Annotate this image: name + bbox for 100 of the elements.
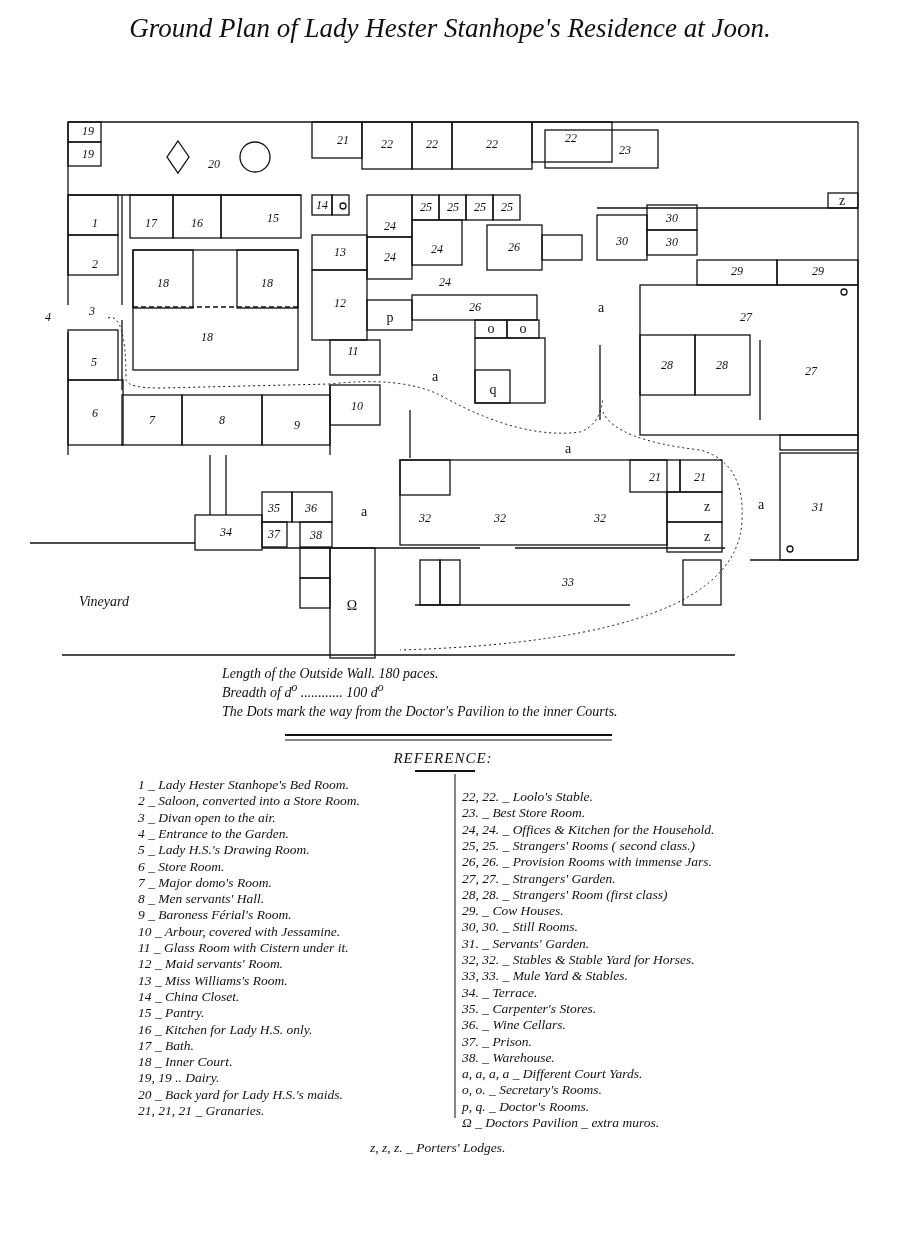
room-number: 7 (149, 414, 155, 428)
courtyard-letter: a (360, 504, 368, 520)
room-number: 25 (474, 201, 486, 215)
reference-entry: 19, 19 .. Dairy. (138, 1071, 220, 1087)
plan-note: Length of the Outside Wall. 180 paces. (222, 666, 439, 682)
reference-entry: z, z, z. _ Porters' Lodges. (370, 1141, 506, 1156)
room-number: 6 (92, 407, 98, 421)
room-number: 11 (347, 345, 359, 359)
lodge-letter: z (703, 499, 711, 515)
room-number: 22 (381, 138, 393, 152)
room-number: 21 (649, 471, 661, 485)
reference-entry: 26, 26. _ Provision Rooms with immense Jars. (462, 855, 712, 871)
room-number: 36 (305, 502, 317, 516)
room-number: 22 (486, 138, 498, 152)
reference-entry: 6 _ Store Room. (138, 859, 225, 875)
reference-entry: o, o. _ Secretary's Rooms. (462, 1083, 602, 1099)
reference-entry: 4 _ Entrance to the Garden. (138, 826, 289, 842)
room-number: 22 (565, 132, 577, 146)
room-number: 30 (666, 212, 678, 226)
reference-entry: 18 _ Inner Court. (138, 1055, 233, 1070)
courtyard-letter: a (757, 497, 765, 513)
reference-entry: p, q. _ Doctor's Rooms. (462, 1099, 589, 1115)
room-number: 30 (666, 236, 678, 250)
room-number: 25 (501, 201, 513, 215)
room-number: 18 (157, 277, 169, 291)
room-number: 16 (191, 217, 203, 231)
room-number: 14 (316, 199, 328, 213)
reference-entry: 29. _ Cow Houses. (462, 904, 564, 919)
reference-entry: 31. _ Servants' Garden. (462, 936, 590, 952)
room-number: 24 (384, 251, 396, 265)
pavilion-symbol: Ω (346, 598, 358, 614)
room-number: 26 (469, 301, 481, 315)
room-number: 9 (294, 419, 300, 433)
room-number: 19 (82, 125, 94, 139)
room-number: 27 (740, 311, 752, 325)
room-number: 25 (447, 201, 459, 215)
reference-entry: 36. _ Wine Cellars. (462, 1018, 566, 1034)
room-number: 18 (201, 331, 213, 345)
reference-entry: 32, 32. _ Stables & Stable Yard for Horses. (462, 953, 695, 968)
reference-entry: 14 _ China Closet. (138, 989, 240, 1005)
room-number: 2 (92, 258, 98, 272)
entrance-number: 4 (45, 311, 51, 325)
room-number: 23 (619, 144, 631, 158)
section-heading: REFERENCE: (393, 749, 493, 767)
reference-entry: 23. _ Best Store Room. (462, 806, 586, 822)
room-number: 15 (267, 212, 279, 226)
room-number: 21 (694, 471, 706, 485)
reference-entry: 35. _ Carpenter's Stores. (462, 1001, 596, 1017)
reference-entry: 8 _ Men servants' Hall. (138, 892, 265, 907)
room-number: 1 (92, 217, 98, 231)
room-number: 24 (439, 276, 451, 290)
room-number: 27 (805, 365, 817, 379)
room-number: 32 (594, 512, 606, 526)
room-number: 21 (337, 134, 349, 148)
room-number: 28 (661, 359, 673, 373)
room-number: 22 (426, 138, 438, 152)
courtyard-letter: a (564, 441, 572, 457)
reference-entry: 34. _ Terrace. (462, 985, 538, 1001)
reference-entry: 13 _ Miss Williams's Room. (138, 973, 288, 989)
plan-note: Breadth of d$^{o}$ ............ 100 d$^{o}$ (222, 685, 384, 701)
room-letter: o (487, 321, 495, 337)
room-number: 31 (812, 501, 824, 515)
reference-entry: 38. _ Warehouse. (462, 1050, 555, 1066)
room-number: 19 (82, 148, 94, 162)
reference-entry: 5 _ Lady H.S.'s Drawing Room. (138, 843, 310, 859)
reference-entry: 7 _ Major domo's Room. (138, 875, 272, 891)
reference-entry: 11 _ Glass Room with Cistern under it. (138, 941, 349, 956)
reference-entry: 20 _ Back yard for Lady H.S.'s maids. (138, 1087, 343, 1103)
reference-entry: 27, 27. _ Strangers' Garden. (462, 871, 616, 887)
reference-entry: a, a, a, a _ Different Court Yards. (462, 1067, 643, 1082)
room-number: 37 (268, 528, 280, 542)
room-number: 28 (716, 359, 728, 373)
lodge-letter: z (838, 193, 846, 209)
room-number: 38 (310, 529, 322, 543)
room-number: 13 (334, 246, 346, 260)
courtyard-letter: a (597, 300, 605, 316)
room-letter: p (386, 310, 394, 326)
room-number: 32 (494, 512, 506, 526)
reference-entry: 37. _ Prison. (462, 1034, 532, 1050)
room-letter: q (489, 382, 497, 398)
room-number: 10 (351, 400, 363, 414)
reference-entry: 3 _ Divan open to the air. (138, 810, 276, 826)
room-number: 24 (384, 220, 396, 234)
room-number: 5 (91, 356, 97, 370)
room-number: 32 (419, 512, 431, 526)
reference-entry: 33, 33. _ Mule Yard & Stables. (462, 969, 628, 985)
reference-entry: 28, 28. _ Strangers' Room (first class) (462, 887, 668, 903)
reference-entry: 21, 21, 21 _ Granaries. (138, 1104, 265, 1119)
room-letter: o (519, 321, 527, 337)
reference-entry: 1 _ Lady Hester Stanhope's Bed Room. (138, 778, 349, 793)
lodge-letter: z (703, 529, 711, 545)
reference-entry: 10 _ Arbour, covered with Jessamine. (138, 924, 341, 940)
room-number: 25 (420, 201, 432, 215)
room-number: 12 (334, 297, 346, 311)
room-number: 34 (220, 526, 232, 540)
reference-entry: 12 _ Maid servants' Room. (138, 957, 283, 973)
reference-entry: 30, 30. _ Still Rooms. (462, 920, 578, 936)
room-number: 30 (616, 235, 628, 249)
room-number: 24 (431, 243, 443, 257)
room-number: 29 (731, 265, 743, 279)
